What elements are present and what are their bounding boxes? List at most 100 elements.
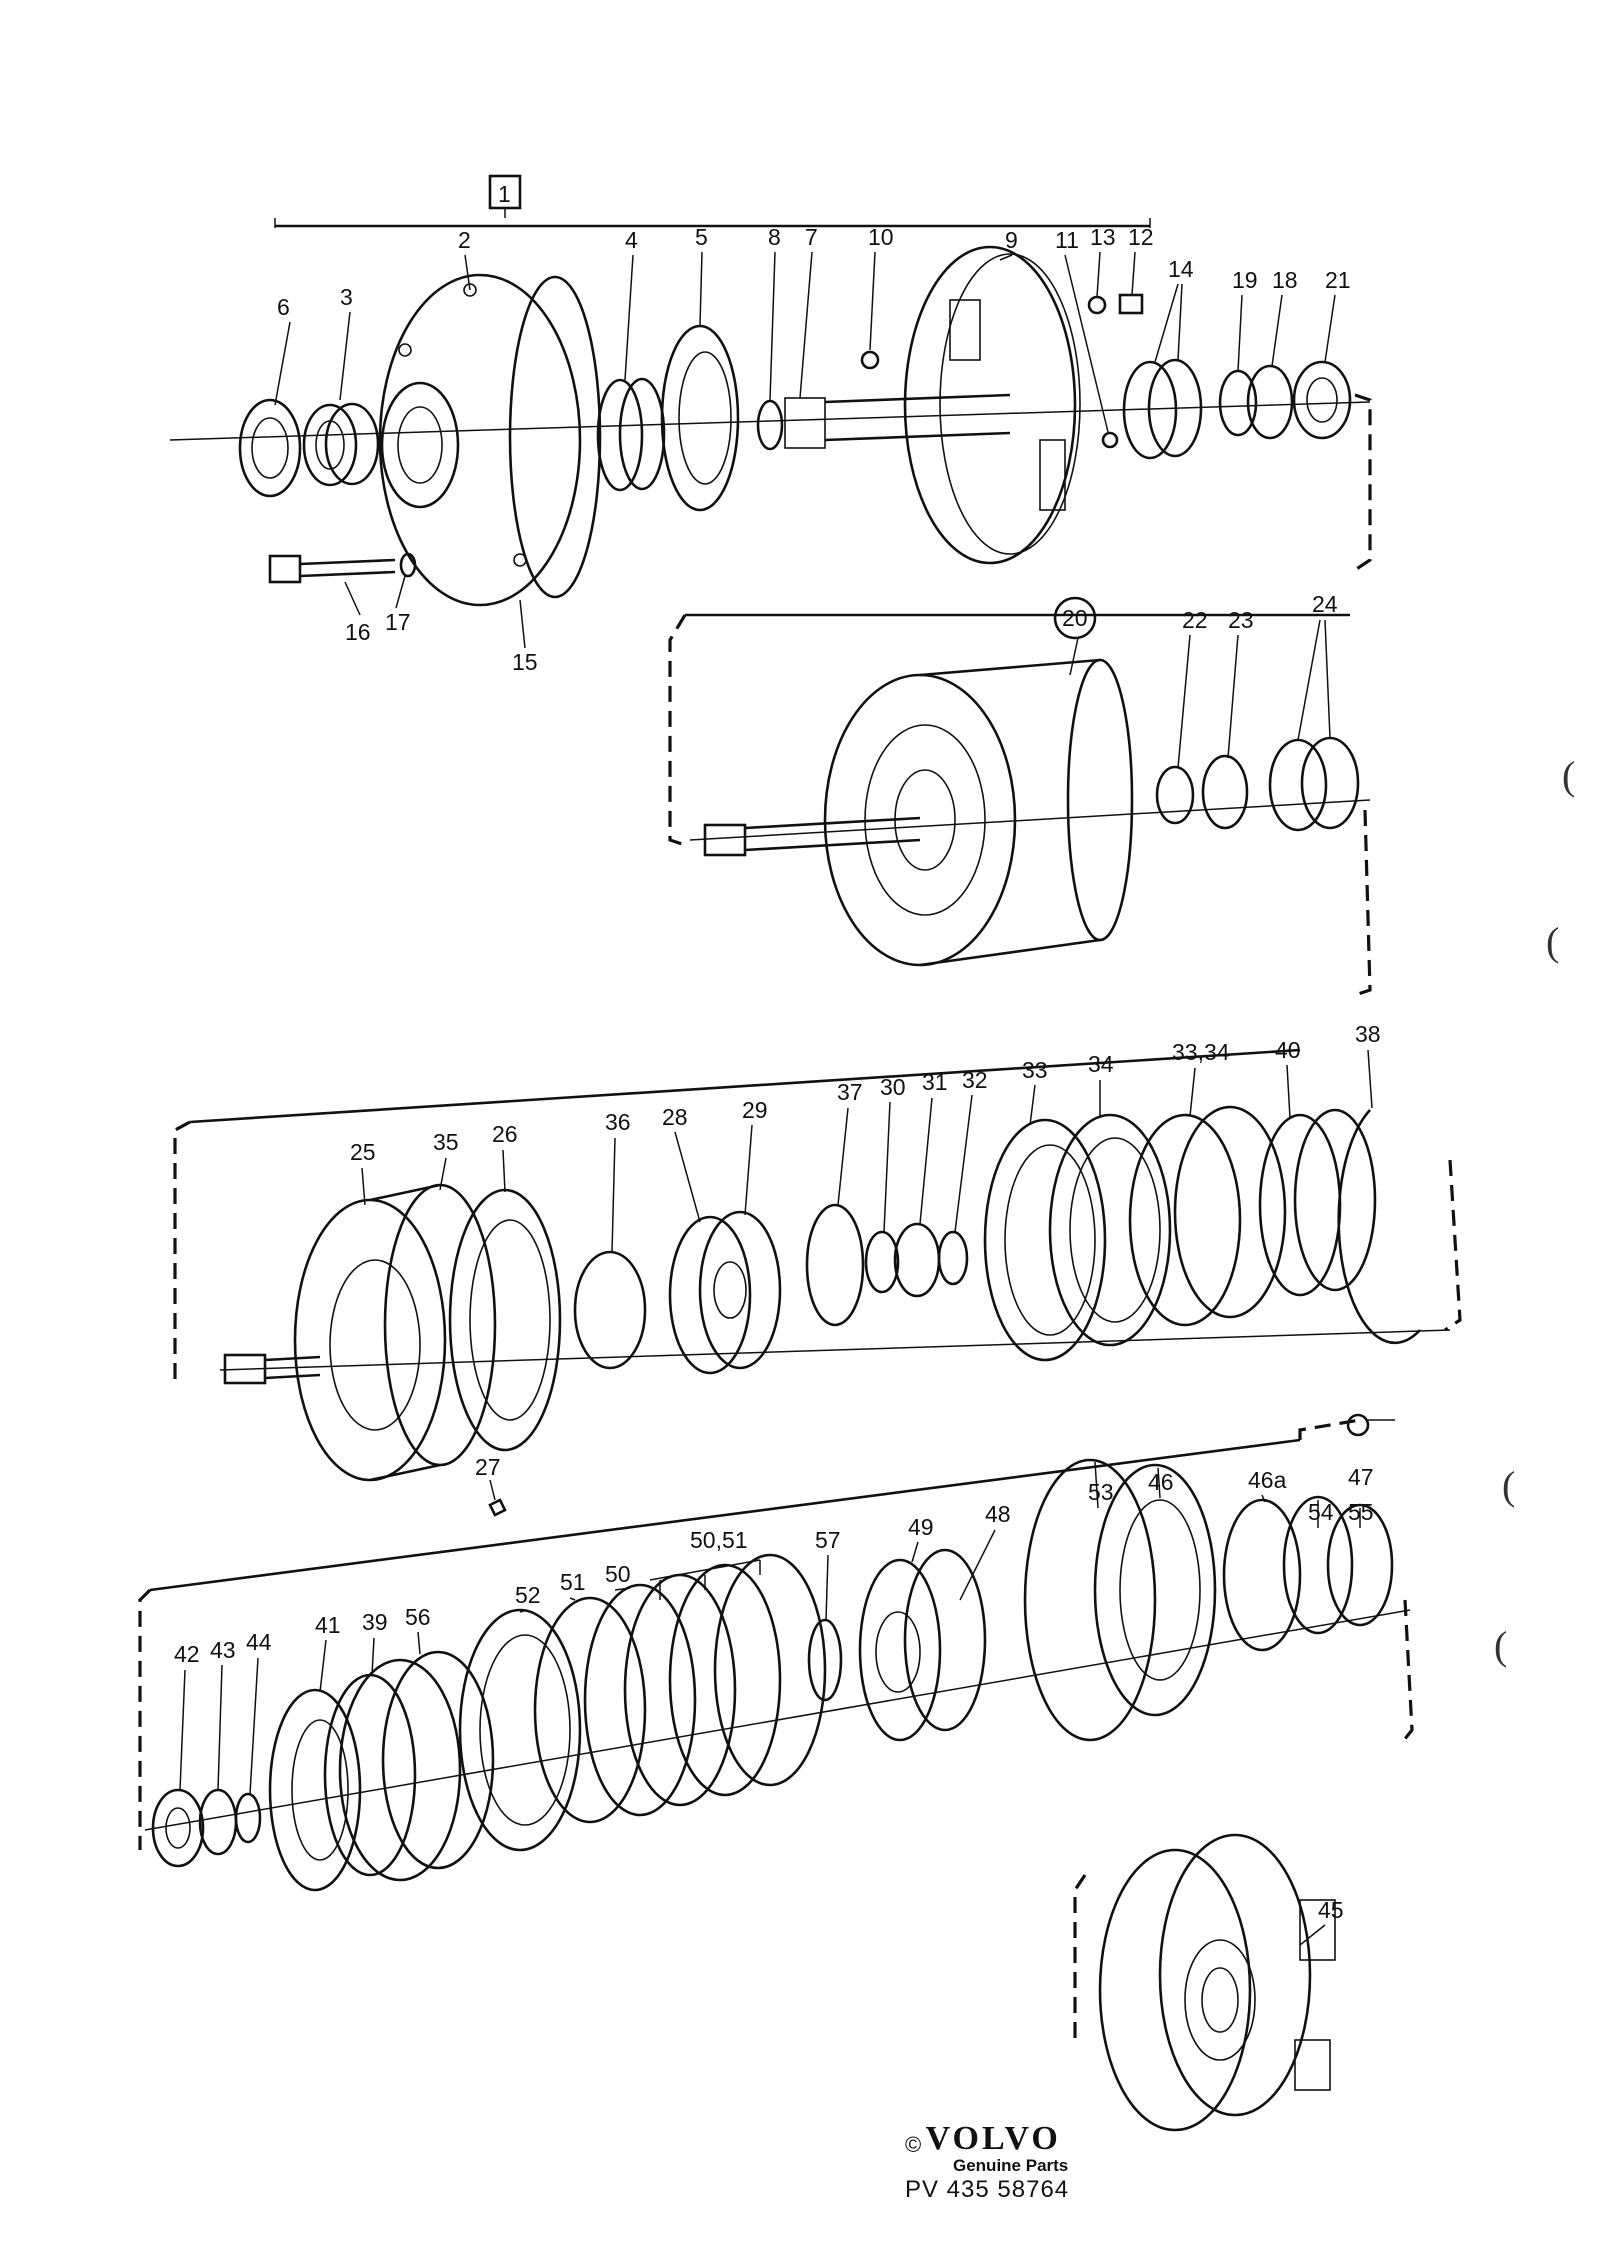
- label-20: 20: [1062, 605, 1088, 631]
- part-snap-ring-38: [1337, 1109, 1421, 1345]
- part-bearing-43: [198, 1788, 238, 1856]
- axis-line: [169, 401, 1371, 441]
- part-screw-12: [1118, 293, 1144, 315]
- part-washer-21: [1292, 360, 1352, 440]
- margin-mark: (: [1546, 919, 1560, 964]
- label-19: 19: [1232, 267, 1258, 293]
- label-38: 38: [1355, 1021, 1381, 1047]
- part-washer-17: [399, 552, 417, 578]
- part-clutch-plate-34: [1048, 1113, 1172, 1347]
- part-drum-25: [293, 1183, 497, 1482]
- label-42: 42: [174, 1641, 200, 1667]
- part-plate-52: [458, 1608, 582, 1852]
- part-washer-32: [937, 1230, 969, 1286]
- part-shaft-25: [223, 1353, 321, 1385]
- genuine-parts-label: Genuine Parts: [953, 2156, 1069, 2175]
- label-4: 4: [625, 227, 638, 253]
- label-29: 29: [742, 1097, 768, 1123]
- label-7: 7: [805, 224, 818, 250]
- label-14: 14: [1168, 256, 1194, 282]
- label-28: 28: [662, 1104, 688, 1130]
- label-37: 37: [837, 1079, 863, 1105]
- label-46a: 46a: [1248, 1467, 1287, 1493]
- label-10: 10: [868, 224, 894, 250]
- label-50-51: 50,51: [690, 1527, 748, 1553]
- label-36: 36: [605, 1109, 631, 1135]
- label-52: 52: [515, 1582, 541, 1608]
- part-bearing-23: [1201, 754, 1249, 830]
- label-47: 47: [1348, 1464, 1374, 1490]
- label-26: 26: [492, 1121, 518, 1147]
- part-ball-10: [860, 350, 880, 370]
- part-washer-13: [1087, 295, 1107, 315]
- label-21: 21: [1325, 267, 1351, 293]
- part-seal-46a: [1222, 1498, 1302, 1652]
- label-41: 41: [315, 1612, 341, 1638]
- part-pump-body-2: [378, 273, 602, 607]
- part-carrier-45: [1098, 1833, 1336, 2132]
- part-piston-26: [448, 1188, 562, 1452]
- label-46: 46: [1148, 1469, 1174, 1495]
- margin-mark: (: [1494, 1623, 1508, 1668]
- label-13: 13: [1090, 224, 1116, 250]
- part-plate-39: [338, 1658, 462, 1882]
- part-clutch-pack-33-34: [1128, 1105, 1287, 1327]
- margin-mark: (: [1562, 753, 1576, 798]
- label-56: 56: [405, 1604, 431, 1630]
- copyright-mark: ©: [905, 2131, 922, 2157]
- part-washer-30: [864, 1230, 900, 1294]
- part-ring-gear-5: [660, 324, 740, 512]
- part-bearing-18: [1246, 364, 1294, 440]
- part-oring-53: [1023, 1458, 1157, 1742]
- label-3: 3: [340, 284, 353, 310]
- label-6: 6: [277, 294, 290, 320]
- part-drum-20: [823, 658, 1134, 967]
- label-2: 2: [458, 227, 471, 253]
- label-49: 49: [908, 1514, 934, 1540]
- label-23: 23: [1228, 607, 1254, 633]
- part-bolt-16: [268, 554, 396, 584]
- part-plate-56: [381, 1650, 495, 1870]
- part-seal-6: [238, 398, 302, 498]
- label-15: 15: [512, 649, 538, 675]
- part-plug-27: [488, 1498, 507, 1517]
- label-27: 27: [475, 1454, 501, 1480]
- label-30: 30: [880, 1074, 906, 1100]
- part-ring-54: [1282, 1495, 1354, 1635]
- part-washer-42: [151, 1788, 205, 1868]
- label-57: 57: [815, 1527, 841, 1553]
- part-bushing-3: [302, 402, 380, 487]
- label-18: 18: [1272, 267, 1298, 293]
- label-5: 5: [695, 224, 708, 250]
- section-divider-5: [1073, 1874, 1087, 2040]
- label-39: 39: [362, 1609, 388, 1635]
- label-33-34: 33,34: [1172, 1039, 1230, 1065]
- section-pump-assembly: 1: [169, 174, 1372, 675]
- label-44: 44: [246, 1629, 272, 1655]
- volvo-logo: VOLVO: [925, 2120, 1061, 2157]
- label-48: 48: [985, 1501, 1011, 1527]
- part-seal-rings-14: [1122, 358, 1203, 460]
- part-bearing-31: [893, 1222, 941, 1298]
- label-25: 25: [350, 1139, 376, 1165]
- label-34: 34: [1088, 1051, 1114, 1077]
- label-32: 32: [962, 1067, 988, 1093]
- label-33: 33: [1022, 1057, 1048, 1083]
- label-16: 16: [345, 619, 371, 645]
- part-plug-11: [1101, 431, 1119, 449]
- part-carrier-28-29: [668, 1210, 782, 1375]
- part-gear-4: [596, 377, 666, 492]
- section-divider-3: [173, 1120, 191, 1385]
- label-9: 9: [1005, 227, 1018, 253]
- part-shaft-20: [703, 816, 921, 857]
- part-plate-51: [533, 1596, 647, 1824]
- part-hub-57: [807, 1618, 843, 1702]
- label-17: 17: [385, 609, 411, 635]
- label-43: 43: [210, 1637, 236, 1663]
- part-shaft-7-8: [756, 393, 1011, 451]
- label-24: 24: [1312, 591, 1338, 617]
- section-divider-1: [1354, 393, 1372, 572]
- label-31: 31: [922, 1069, 948, 1095]
- diagram-part-number: PV 435 58764: [905, 2176, 1070, 2203]
